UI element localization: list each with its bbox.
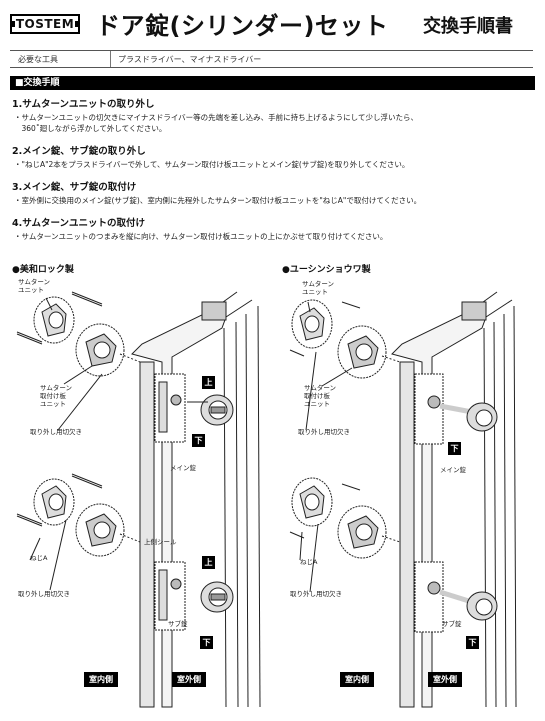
step-text: ・サムターンユニットの切欠きにマイナスドライバー等の先端を差し込み、手前に持ち上… xyxy=(14,113,418,122)
label-notch-top: 取り外し用切欠き xyxy=(298,428,350,436)
label-top-seal: 上側シール xyxy=(144,538,177,546)
down-marker: 下 xyxy=(200,636,213,649)
section-header: ■交換手順 xyxy=(10,76,535,90)
steps-list: 1.サムターンユニットの取り外し ・サムターンユニットの切欠きにマイナスドライバ… xyxy=(12,96,535,251)
miwa-diagram xyxy=(16,291,261,708)
down-marker: 下 xyxy=(448,442,461,455)
panel-title: ●ユーシンショウワ製 xyxy=(282,265,371,275)
label-notch-bottom: 取り外し用切欠き xyxy=(290,590,342,598)
label-sub-lock: サブ錠 xyxy=(168,620,188,628)
label-screw-a: ねじA xyxy=(300,558,318,566)
up-marker: 上 xyxy=(202,376,215,389)
indoor-badge: 室内側 xyxy=(84,672,118,687)
step-heading: 1.サムターンユニットの取り外し xyxy=(12,99,155,110)
label-screw-a: ねじA xyxy=(30,554,48,562)
label-notch-bottom: 取り外し用切欠き xyxy=(18,590,70,598)
step-heading: 2.メイン錠、サブ錠の取り外し xyxy=(12,146,146,157)
step-2: 2.メイン錠、サブ錠の取り外し ・"ねじA"2本をプラスドライバーで外して、サム… xyxy=(12,143,535,170)
down-marker: 下 xyxy=(192,434,205,447)
panel-miwa: ●美和ロック製 xyxy=(12,262,270,712)
brand-logo: TOSTEM xyxy=(10,14,80,34)
label-thumbturn-plate-unit: サムターン 取付け板 ユニット xyxy=(304,384,337,408)
step-text: ・サムターンユニットのつまみを縦に向け、サムターン取付け板ユニットの上にかぶせて… xyxy=(14,232,388,241)
step-3: 3.メイン錠、サブ錠の取付け ・室外側に交換用のメイン錠(サブ錠)、室内側に先程… xyxy=(12,179,535,206)
step-text: ・室外側に交換用のメイン錠(サブ錠)、室内側に先程外したサムターン取付け板ユニッ… xyxy=(14,196,422,205)
label-thumbturn-unit: サムターン ユニット xyxy=(302,280,335,296)
label-notch-top: 取り外し用切欠き xyxy=(30,428,82,436)
down-marker: 下 xyxy=(466,636,479,649)
label-thumbturn-unit: サムターン ユニット xyxy=(18,278,51,294)
label-main-lock: メイン錠 xyxy=(440,466,466,474)
step-heading: 3.メイン錠、サブ錠の取付け xyxy=(12,182,137,193)
page-subtitle: 交換手順書 xyxy=(423,16,513,37)
panel-title: ●美和ロック製 xyxy=(12,265,74,275)
label-sub-lock: サブ錠 xyxy=(442,620,462,628)
outdoor-badge: 室外側 xyxy=(172,672,206,687)
tools-value: プラスドライバー、マイナスドライバー xyxy=(118,55,262,64)
outdoor-badge: 室外側 xyxy=(428,672,462,687)
step-heading: 4.サムターンユニットの取付け xyxy=(12,218,146,229)
tools-divider xyxy=(110,51,111,67)
tools-label: 必要な工具 xyxy=(18,55,58,64)
step-text: 360˚廻しながら浮かして外してください。 xyxy=(14,124,167,133)
indoor-badge: 室内側 xyxy=(340,672,374,687)
page-title: ドア錠(シリンダー)セット xyxy=(96,12,389,40)
up-marker: 上 xyxy=(202,556,215,569)
label-thumbturn-plate-unit: サムターン 取付け板 ユニット xyxy=(40,384,73,408)
step-1: 1.サムターンユニットの取り外し ・サムターンユニットの切欠きにマイナスドライバ… xyxy=(12,96,535,134)
tools-row: 必要な工具 プラスドライバー、マイナスドライバー xyxy=(10,50,533,68)
label-main-lock: メイン錠 xyxy=(170,464,196,472)
ushin-showa-diagram xyxy=(289,291,517,708)
panel-ushin-showa: ●ユーシンショウワ製 xyxy=(282,262,540,712)
step-4: 4.サムターンユニットの取付け ・サムターンユニットのつまみを縦に向け、サムター… xyxy=(12,215,535,242)
step-text: ・"ねじA"2本をプラスドライバーで外して、サムターン取付け板ユニットとメイン錠… xyxy=(14,160,410,169)
